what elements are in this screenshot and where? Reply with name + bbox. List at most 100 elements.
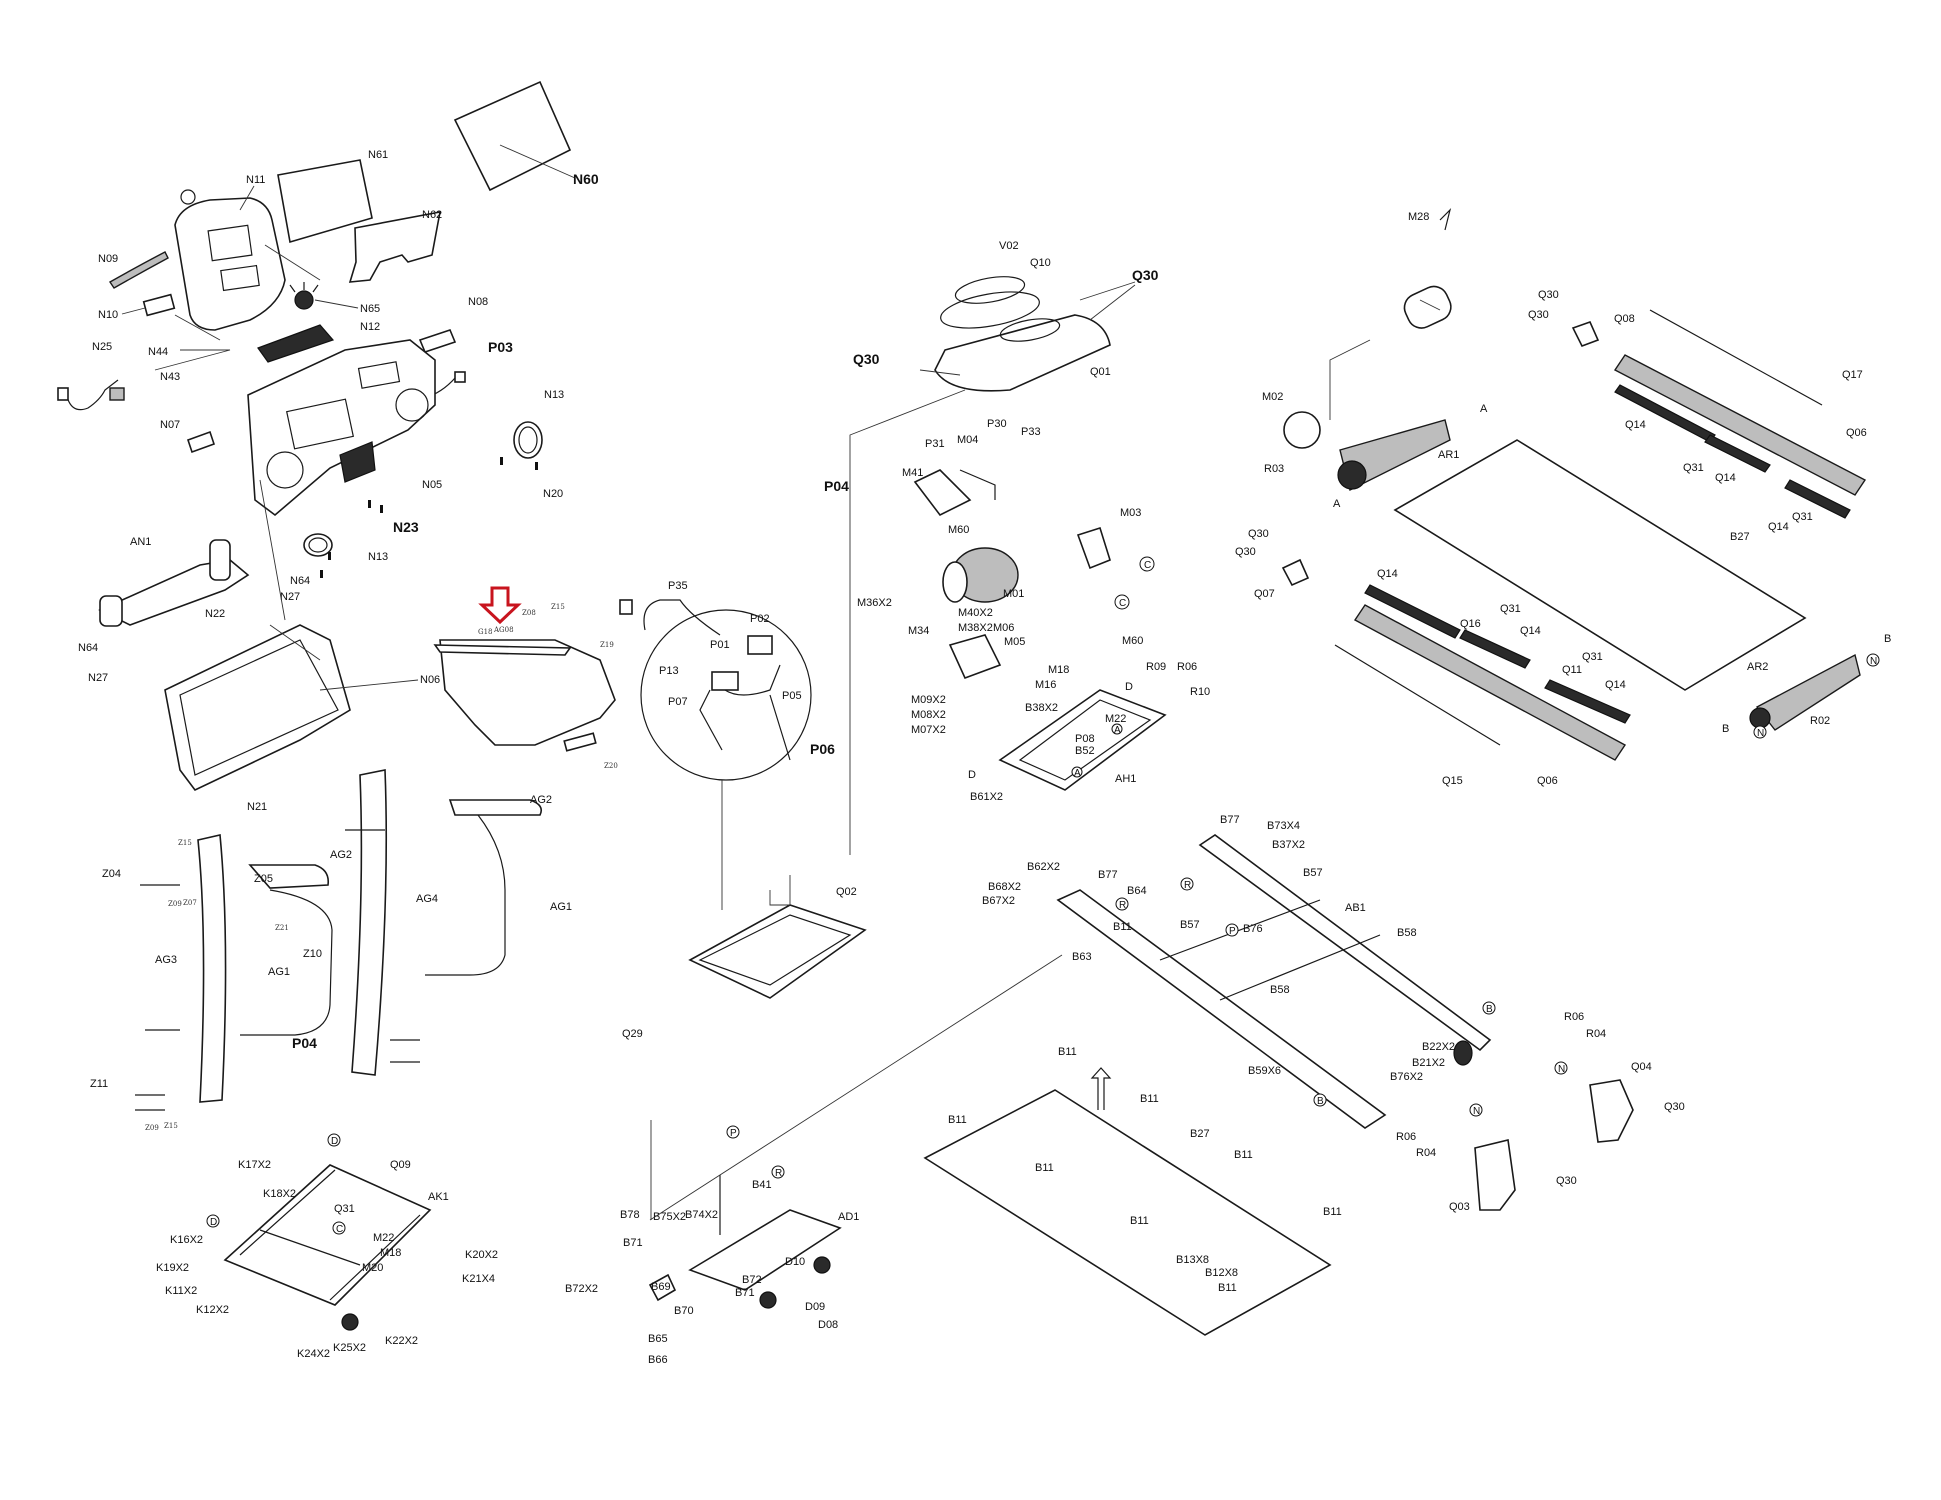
label-b77-b: B77: [1098, 869, 1118, 881]
label-b27-a: B27: [1190, 1128, 1210, 1140]
label-m09x2: M09X2: [911, 694, 946, 706]
label-k21x4: K21X4: [462, 1273, 495, 1285]
label-m03: M03: [1120, 507, 1141, 519]
motor-cover-q01: [934, 314, 1111, 392]
label-r06-a: R06: [1177, 661, 1197, 673]
crossbar-ag08: [433, 644, 572, 656]
label-m60-b: M60: [1122, 635, 1143, 647]
label-n21: N21: [247, 801, 267, 813]
label-b75x2: B75X2: [653, 1211, 686, 1223]
module-p02: [747, 635, 773, 655]
label-m18-b: M18: [1048, 664, 1069, 676]
fan-n65: [289, 282, 319, 310]
label-n10: N10: [98, 309, 118, 321]
label-p08: P08: [1075, 733, 1095, 745]
cable-n25: [65, 379, 119, 411]
handle-ag1-left: [240, 889, 333, 1036]
label-b12x8: B12X8: [1205, 1267, 1238, 1279]
power-cord-p35: [643, 599, 721, 636]
label-m20: M20: [362, 1262, 383, 1274]
svg-text:R: R: [1184, 880, 1191, 891]
label-q14-c: Q14: [1768, 521, 1789, 533]
electronics-detail-group: P35 P02 P01 P13 P07 P05 P06 Q02 Q29: [619, 580, 867, 1040]
label-ag2-a: AG2: [330, 849, 352, 861]
label-b21x2: B21X2: [1412, 1057, 1445, 1069]
label-r06-c: R06: [1396, 1131, 1416, 1143]
ring-n13-right: [513, 421, 543, 459]
lift-frame-ah1: [998, 689, 1167, 791]
label-q15: Q15: [1442, 775, 1463, 787]
label-ag1-b: AG1: [550, 901, 572, 913]
strip-q15: [1334, 644, 1501, 746]
label-r02: R02: [1810, 715, 1830, 727]
label-p33: P33: [1021, 426, 1041, 438]
label-z07: Z07: [183, 899, 197, 907]
label-k11x2: K11X2: [165, 1285, 197, 1297]
label-q30-e: Q30: [1538, 289, 1559, 301]
label-n06: N06: [420, 674, 440, 686]
label-b61x2: B61X2: [970, 791, 1003, 803]
label-q29: Q29: [622, 1028, 643, 1040]
gasket-q10: [940, 291, 1040, 329]
label-q31-d: Q31: [1500, 603, 1521, 615]
label-b66: B66: [648, 1354, 668, 1366]
grille-n12: [257, 324, 335, 363]
label-m05: M05: [1004, 636, 1025, 648]
label-ag08: AG08: [493, 626, 514, 634]
label-m41: M41: [902, 467, 923, 479]
label-n13-a: N13: [544, 389, 564, 401]
label-n43: N43: [160, 371, 180, 383]
label-q02: Q02: [836, 886, 857, 898]
lift-motor-m03: [1076, 526, 1111, 570]
label-q01: Q01: [1090, 366, 1111, 378]
end-cap-q03: [1474, 1139, 1516, 1211]
label-b65: B65: [648, 1333, 668, 1345]
label-b71-b: B71: [735, 1287, 755, 1299]
label-b77-a: B77: [1220, 814, 1240, 826]
label-q14-e: Q14: [1520, 625, 1541, 637]
label-z11: Z11: [90, 1078, 108, 1090]
strip-q17: [1649, 309, 1823, 406]
overlay-film-n60: [453, 80, 572, 192]
label-b13x8: B13X8: [1176, 1254, 1209, 1266]
base-frame-ak1: [223, 1164, 432, 1306]
bracket-n62: [348, 210, 442, 283]
cover-z19: [439, 639, 616, 746]
label-b11-a: B11: [1113, 921, 1132, 933]
label-b59x6: B59X6: [1248, 1065, 1281, 1077]
label-p30: P30: [987, 418, 1007, 430]
label-an1: AN1: [130, 536, 151, 548]
label-b58-a: B58: [1397, 927, 1417, 939]
label-q03: Q03: [1449, 1201, 1470, 1213]
label-b11-b: B11: [1058, 1046, 1077, 1058]
side-rail-q06-top: [1613, 354, 1867, 496]
svg-text:C: C: [1144, 560, 1151, 571]
svg-text:D: D: [210, 1217, 217, 1228]
label-n23: N23: [393, 519, 419, 535]
label-b11-g: B11: [1130, 1215, 1149, 1227]
label-r04-a: R04: [1586, 1028, 1606, 1040]
label-p07: P07: [668, 696, 688, 708]
svg-text:N: N: [1473, 1106, 1480, 1117]
label-m40x2: M40X2: [958, 607, 993, 619]
ring-v02: [954, 276, 1026, 304]
svg-text:N: N: [1870, 656, 1877, 667]
label-m04: M04: [957, 434, 978, 446]
label-b57-a: B57: [1303, 867, 1323, 879]
label-m18-a: M18: [380, 1247, 401, 1259]
label-m07x2: M07X2: [911, 724, 946, 736]
label-ag3: AG3: [155, 954, 177, 966]
label-b72x2: B72X2: [565, 1283, 598, 1295]
label-p01: P01: [710, 639, 730, 651]
label-n08: N08: [468, 296, 488, 308]
label-q16: Q16: [1460, 618, 1481, 630]
belt-roller-group: M28 Q30 Q30 Q08 Q17 Q14 Q06 Q31 Q14 Q31 …: [1235, 208, 1891, 787]
svg-text:B: B: [1884, 633, 1891, 645]
label-r10: R10: [1190, 686, 1210, 698]
label-b76x2: B76X2: [1390, 1071, 1423, 1083]
label-n60: N60: [573, 171, 599, 187]
label-q14-a: Q14: [1625, 419, 1646, 431]
label-d08: D08: [818, 1319, 838, 1331]
label-p04-b: P04: [824, 478, 849, 494]
bracket-q08: [1571, 320, 1600, 348]
